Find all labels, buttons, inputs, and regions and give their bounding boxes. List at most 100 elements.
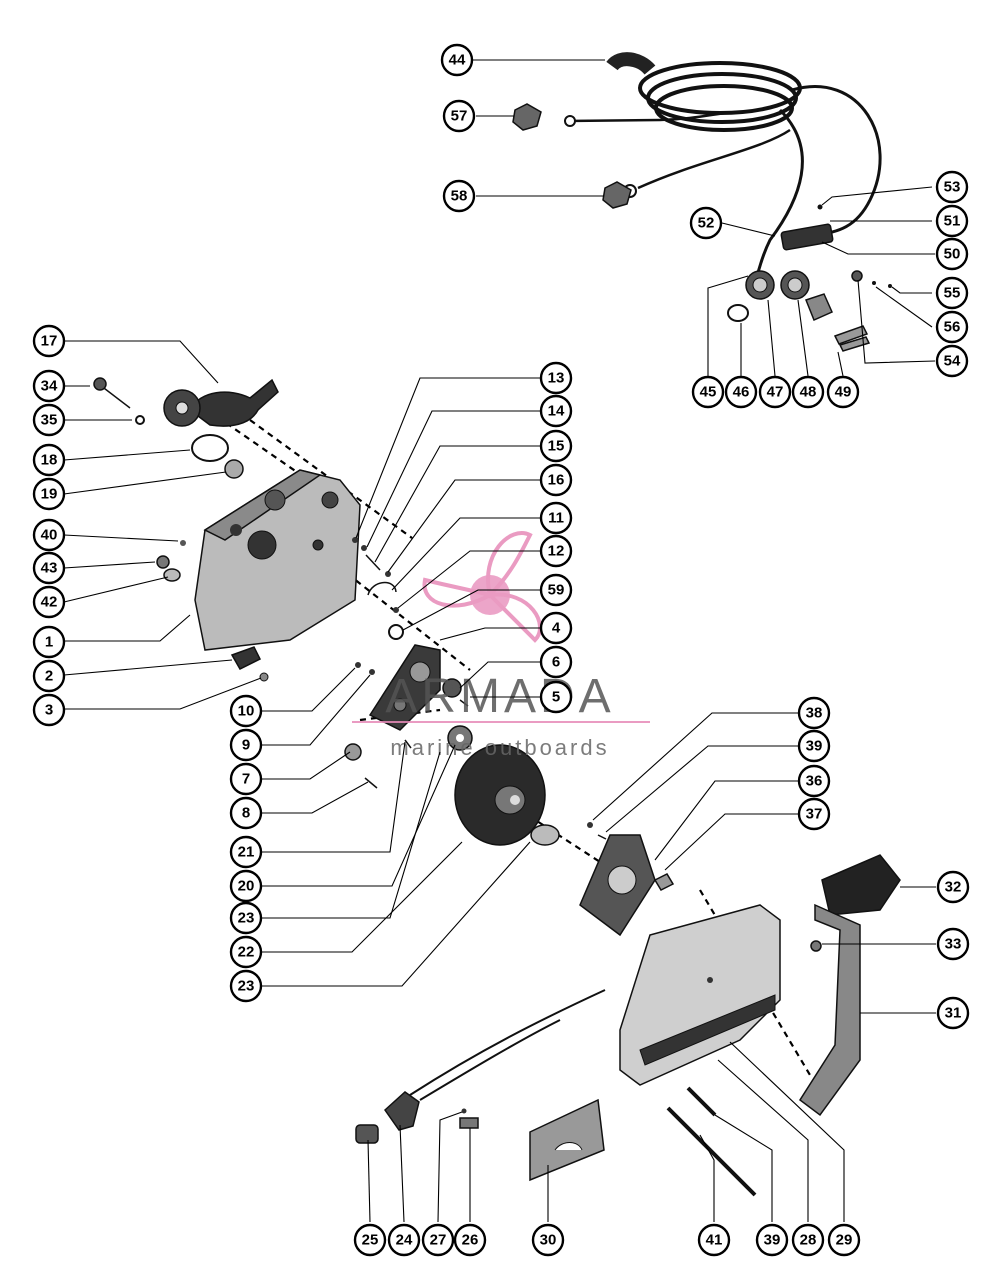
callout: 10	[229, 694, 263, 728]
callout-label: 17	[41, 333, 58, 350]
callout-label: 29	[836, 1232, 853, 1249]
callout-label: 20	[238, 878, 255, 895]
callout: 14	[539, 394, 573, 428]
callout: 13	[539, 361, 573, 395]
callout: 15	[539, 429, 573, 463]
callout-label: 31	[945, 1005, 962, 1022]
callout: 59	[539, 573, 573, 607]
callout-label: 45	[700, 384, 717, 401]
callout-label: 56	[944, 319, 961, 336]
callout-label: 28	[800, 1232, 817, 1249]
callout-label: 14	[548, 403, 565, 420]
callout-label: 41	[706, 1232, 723, 1249]
callout: 33	[936, 927, 970, 961]
callout: 6	[539, 645, 573, 679]
leader-lines	[63, 59, 936, 1223]
callout: 48	[791, 375, 825, 409]
callout-label: 4	[552, 620, 561, 637]
callout-label: 51	[944, 213, 961, 230]
callout: 58	[442, 179, 476, 213]
callout-label: 7	[242, 771, 250, 788]
callout-label: 3	[45, 702, 53, 719]
callout-label: 44	[449, 52, 466, 69]
callout: 2	[32, 659, 66, 693]
callout-label: 35	[41, 412, 58, 429]
callout-label: 37	[806, 806, 823, 823]
callout: 8	[229, 796, 263, 830]
callout: 41	[697, 1223, 731, 1257]
callout: 53	[935, 170, 969, 204]
callout: 34	[32, 369, 66, 403]
handle-lever	[798, 854, 901, 1117]
callout-label: 23	[238, 910, 255, 927]
callout: 38	[797, 696, 831, 730]
callout-label: 8	[242, 805, 250, 822]
callout-label: 13	[548, 370, 565, 387]
watermark-tagline: marine outboards	[390, 735, 609, 760]
callout-label: 53	[944, 179, 961, 196]
callout-label: 10	[238, 703, 255, 720]
callout: 27	[421, 1223, 455, 1257]
small-parts-left	[156, 540, 269, 682]
callout: 7	[229, 762, 263, 796]
propeller-logo-icon	[422, 531, 542, 643]
callout: 20	[229, 869, 263, 903]
callout-label: 50	[944, 246, 961, 263]
callout: 36	[797, 764, 831, 798]
callout-label: 26	[462, 1232, 479, 1249]
callout: 5	[539, 680, 573, 714]
callout-label: 58	[451, 188, 468, 205]
callout-label: 6	[552, 654, 560, 671]
callout-label: 16	[548, 472, 565, 489]
callout-label: 48	[800, 384, 817, 401]
front-bracket	[579, 822, 675, 937]
callout-label: 27	[430, 1232, 447, 1249]
callout: 44	[440, 43, 474, 77]
callout-label: 49	[835, 384, 852, 401]
terminal-clamp-59	[602, 181, 632, 209]
callout: 23	[229, 969, 263, 1003]
callout: 29	[827, 1223, 861, 1257]
callout-label: 18	[41, 452, 58, 469]
callout: 24	[387, 1223, 421, 1257]
callout: 28	[791, 1223, 825, 1257]
callout: 52	[689, 206, 723, 240]
callout-label: 57	[451, 108, 468, 125]
remote-control-cable	[564, 52, 882, 281]
callout: 37	[797, 797, 831, 831]
callout: 4	[539, 611, 573, 645]
callout-label: 15	[548, 438, 565, 455]
callout: 16	[539, 463, 573, 497]
callout: 57	[442, 99, 476, 133]
callout: 32	[936, 870, 970, 904]
cable-and-small-parts	[355, 989, 757, 1197]
key-switch-assembly	[727, 204, 892, 352]
callout: 43	[32, 551, 66, 585]
callout-label: 52	[698, 215, 715, 232]
callout: 3	[32, 693, 66, 727]
callout: 18	[32, 443, 66, 477]
callout-label: 33	[945, 936, 962, 953]
callout: 25	[353, 1223, 387, 1257]
callout-label: 21	[238, 844, 255, 861]
callout: 42	[32, 585, 66, 619]
callout-label: 25	[362, 1232, 379, 1249]
callout: 12	[539, 534, 573, 568]
callout: 47	[758, 375, 792, 409]
callout: 17	[32, 324, 66, 358]
callout: 39	[755, 1223, 789, 1257]
callout-label: 38	[806, 705, 823, 722]
callout-label: 23	[238, 978, 255, 995]
callout-label: 40	[41, 527, 58, 544]
callout-label: 32	[945, 879, 962, 896]
callout-label: 19	[41, 486, 58, 503]
callout: 54	[935, 344, 969, 378]
callout: 9	[229, 728, 263, 762]
callout-label: 12	[548, 543, 565, 560]
callout-label: 36	[806, 773, 823, 790]
callout: 46	[724, 375, 758, 409]
callout: 31	[936, 996, 970, 1030]
callout-label: 24	[396, 1232, 413, 1249]
callout: 56	[935, 310, 969, 344]
